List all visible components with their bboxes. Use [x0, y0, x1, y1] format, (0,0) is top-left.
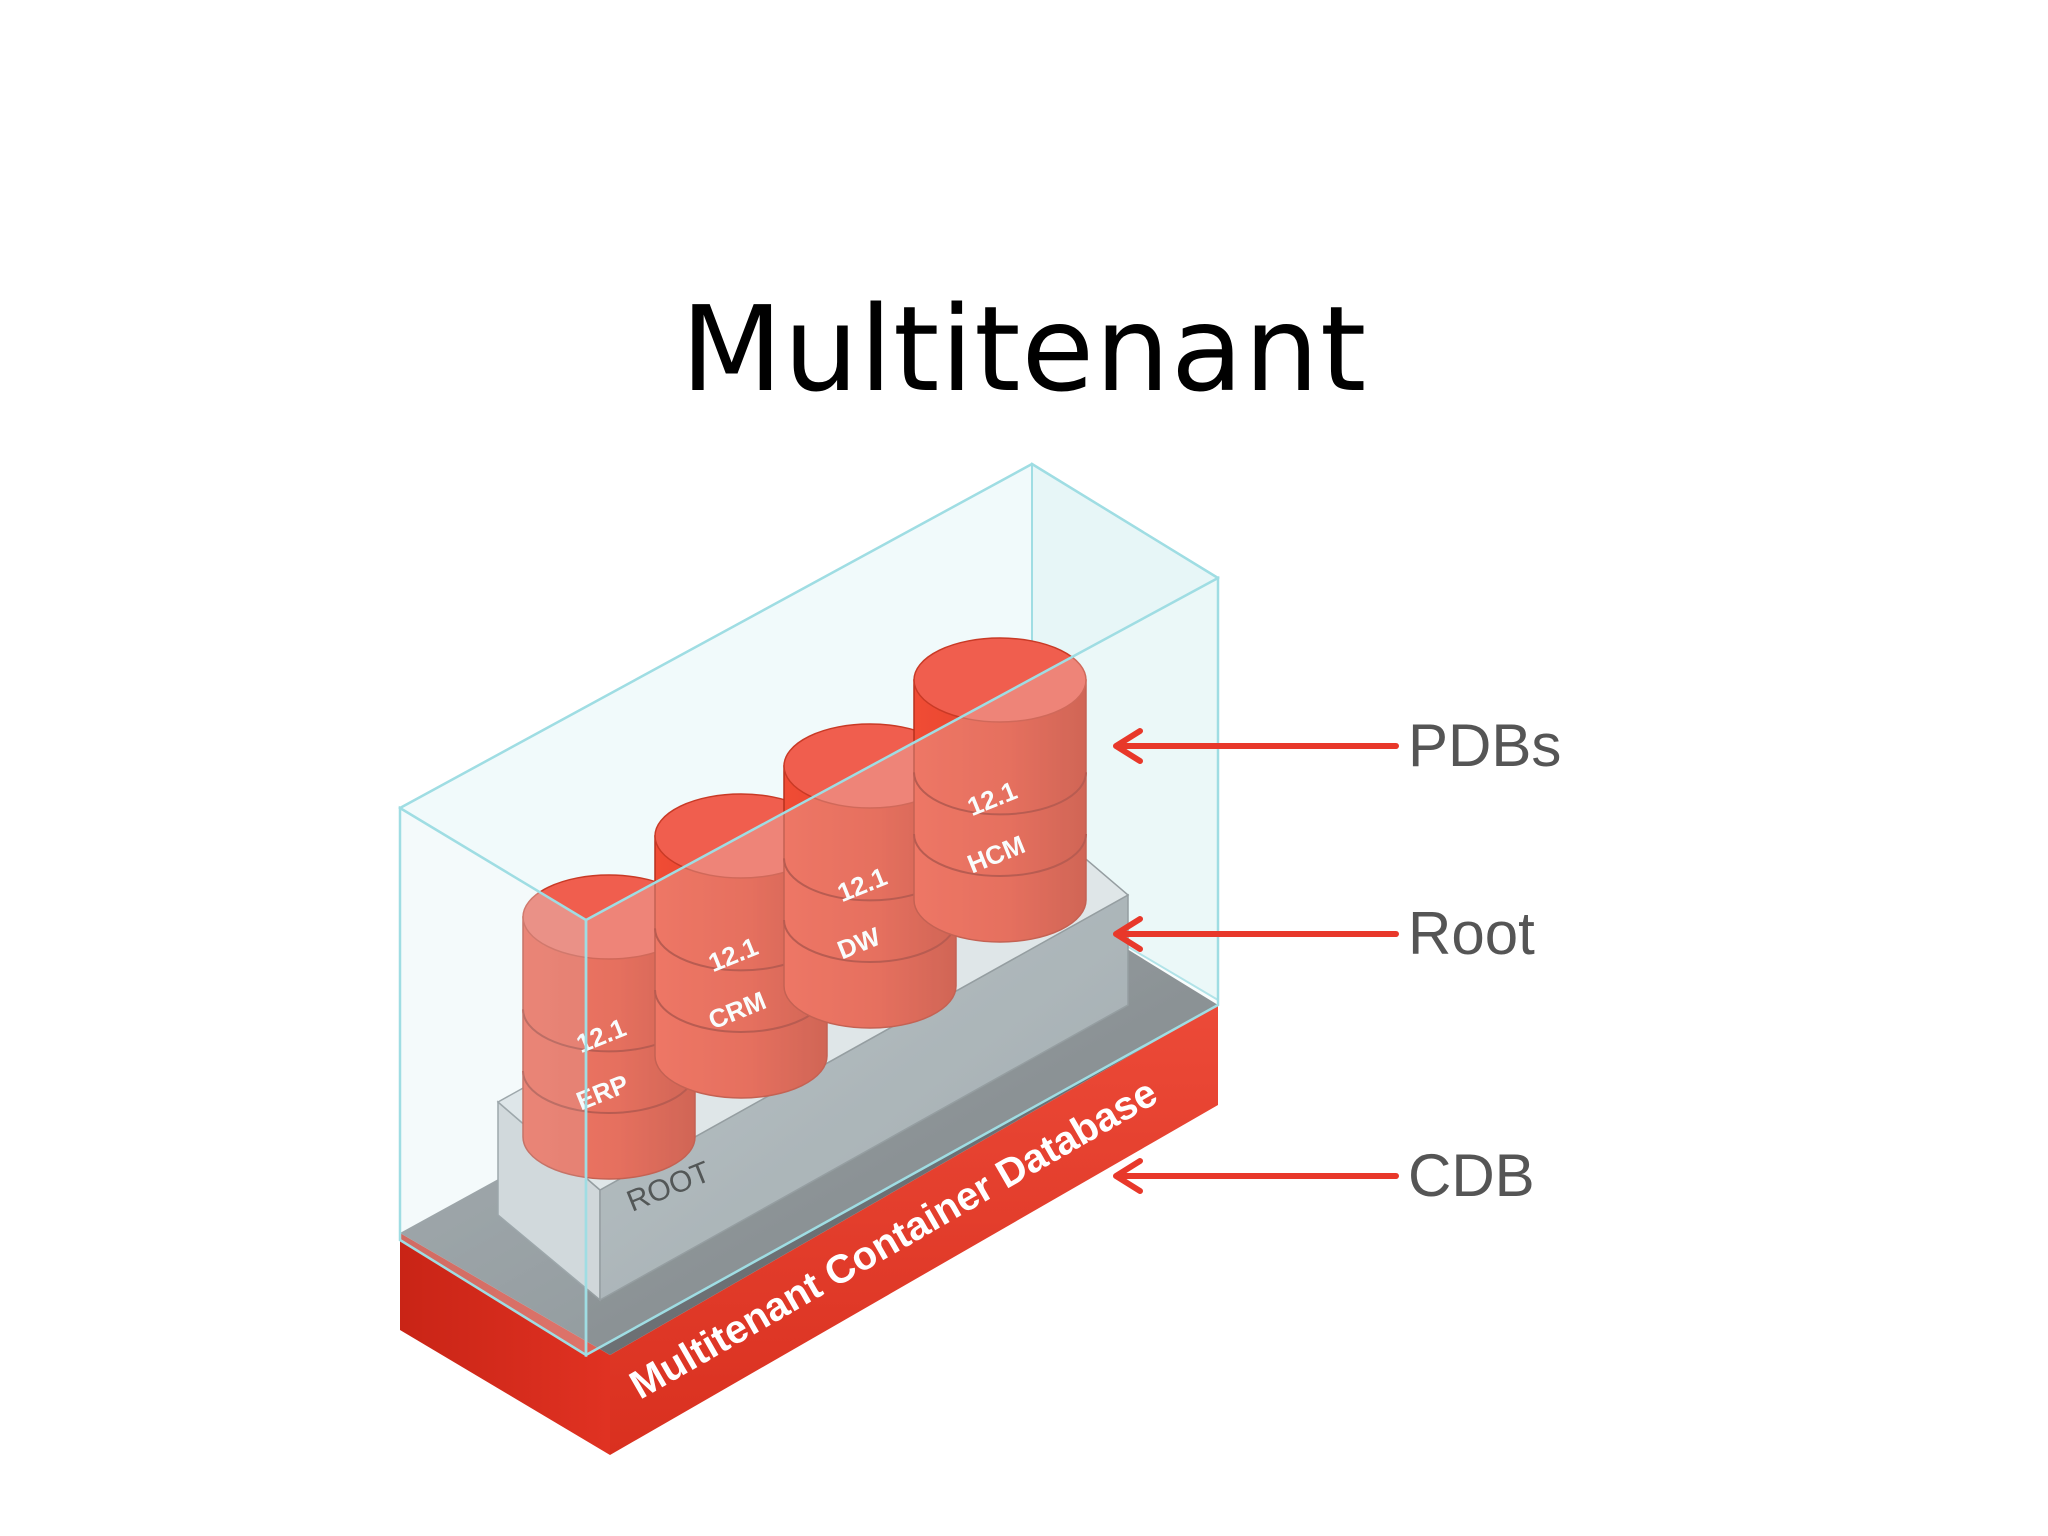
pdb-body	[522, 916, 696, 1180]
root-callout: Root	[1113, 900, 1535, 967]
pdb-body	[913, 679, 1087, 943]
pdb-top	[913, 637, 1087, 723]
pdb-band	[913, 772, 1087, 816]
pdb-cylinder: 12.1DW	[783, 723, 957, 1029]
pdb-band	[522, 1070, 696, 1114]
pdb-band	[783, 919, 957, 963]
pdbs-callout: PDBs	[1113, 712, 1561, 779]
slide-title: Multitenant	[680, 280, 1368, 418]
cdb-callout: CDB	[1113, 1142, 1535, 1209]
pdb-body	[783, 765, 957, 1029]
pdbs-label: PDBs	[1408, 712, 1561, 779]
cdb-callout-label: CDB	[1408, 1142, 1535, 1209]
container-front	[398, 462, 1220, 1358]
pdb-band	[913, 833, 1087, 877]
root-callout-label: Root	[1408, 900, 1535, 967]
